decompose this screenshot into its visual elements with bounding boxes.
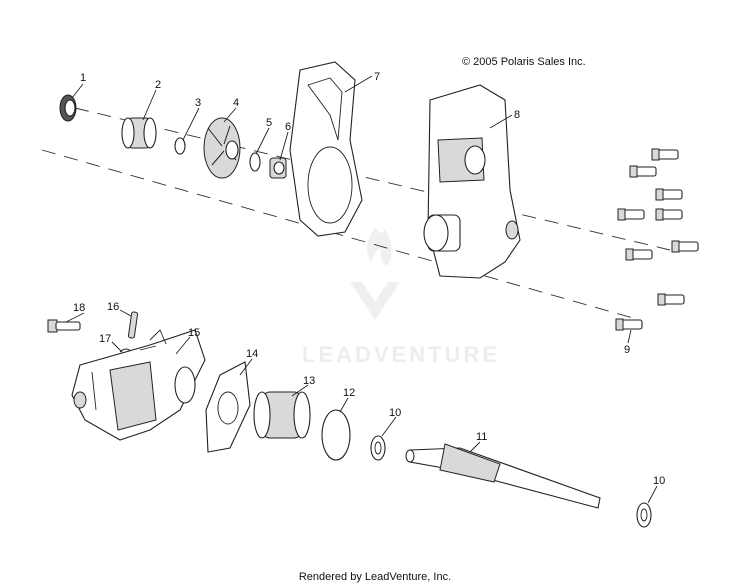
- part-11-shaft: [405, 443, 601, 509]
- part-1-seal: [59, 94, 77, 122]
- callout-18: 18: [73, 302, 85, 314]
- footer-credit: Rendered by LeadVenture, Inc.: [298, 571, 452, 583]
- copyright-notice: © 2005 Polaris Sales Inc.: [462, 56, 586, 68]
- callout-10: 10: [389, 407, 401, 419]
- part-12-oring: [321, 409, 351, 461]
- callout-15: 15: [188, 327, 200, 339]
- callout-6: 6: [285, 121, 291, 133]
- part-6-nut: [269, 157, 287, 179]
- part-18-bolt: [47, 319, 81, 333]
- part-5-ring: [249, 152, 261, 172]
- callout-8: 8: [514, 109, 520, 121]
- callout-17: 17: [99, 333, 111, 345]
- part-3-washer: [174, 137, 186, 155]
- callout-10-right: 10: [653, 475, 665, 487]
- part-15-pump: [71, 329, 206, 441]
- part-10-washer-right: [636, 502, 652, 528]
- callout-16: 16: [107, 301, 119, 313]
- part-10-washer: [370, 435, 386, 461]
- part-16-pin: [127, 311, 139, 339]
- callout-2: 2: [155, 79, 161, 91]
- callout-11: 11: [476, 431, 487, 443]
- callout-12: 12: [343, 387, 355, 399]
- callout-4: 4: [233, 97, 239, 109]
- leadventure-watermark: LEADVENTURE: [302, 228, 500, 367]
- part-8-housing: [423, 84, 521, 279]
- part-9-bolts: [615, 148, 699, 331]
- watermark-text: LEADVENTURE: [302, 342, 500, 367]
- part-13-filter: [253, 391, 311, 439]
- callout-7: 7: [374, 71, 380, 83]
- callout-1: 1: [80, 72, 86, 84]
- part-2-bearing: [121, 117, 157, 149]
- callout-3: 3: [195, 97, 201, 109]
- callout-14: 14: [246, 348, 258, 360]
- callout-9: 9: [624, 344, 630, 356]
- callout-5: 5: [266, 117, 272, 129]
- part-4-impeller: [203, 117, 241, 179]
- part-14-gasket: [205, 361, 251, 453]
- callout-13: 13: [303, 375, 315, 387]
